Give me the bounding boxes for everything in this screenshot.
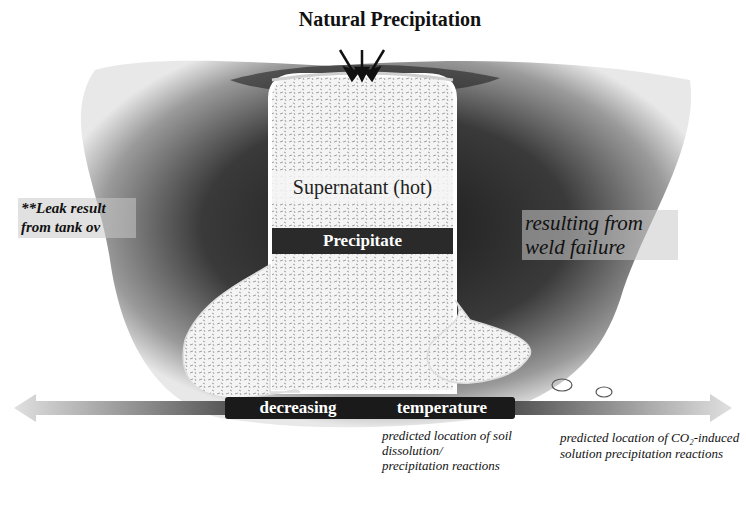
title-label: Natural Precipitation bbox=[290, 8, 490, 30]
bar-label: temperature bbox=[372, 398, 512, 418]
tank-content-label: Supernatant (hot) bbox=[272, 172, 453, 202]
annotation: predicted location of CO₂-induced soluti… bbox=[560, 430, 742, 462]
leak-note: resulting from weld failure bbox=[522, 210, 678, 260]
bar-label: decreasing bbox=[228, 398, 368, 418]
band-label: Precipitate bbox=[272, 231, 453, 251]
tank: Supernatant (hot) Precipitate bbox=[272, 80, 453, 390]
annotation: predicted location of soil dissolution/ … bbox=[382, 428, 512, 473]
leak-note: **Leak result from tank ov bbox=[18, 198, 136, 238]
precipitate-band: Precipitate bbox=[272, 228, 453, 254]
